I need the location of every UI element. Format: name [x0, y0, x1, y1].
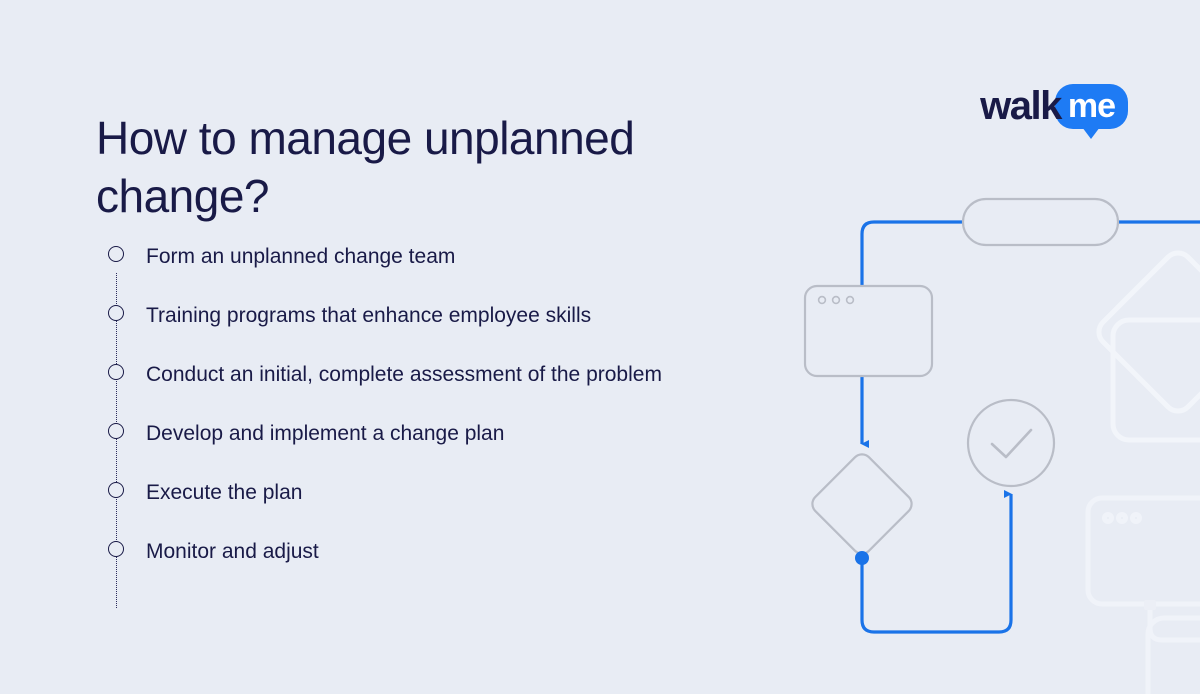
step-bullet-circle-icon — [108, 423, 124, 439]
step-label: Form an unplanned change team — [146, 245, 456, 268]
pill-node — [961, 197, 1120, 247]
step-bullet-circle-icon — [108, 305, 124, 321]
step-label: Training programs that enhance employee … — [146, 304, 592, 327]
steps-list: Form an unplanned change team Training p… — [96, 240, 756, 608]
check-icon — [990, 428, 1033, 459]
steps-dotted-connector — [116, 273, 117, 608]
step-label: Execute the plan — [146, 481, 303, 504]
logo-bubble-text: me — [1067, 86, 1116, 125]
step-label: Conduct an initial, complete assessment … — [146, 363, 662, 386]
step-bullet-circle-icon — [108, 364, 124, 380]
list-item: Training programs that enhance employee … — [96, 299, 756, 332]
step-label: Develop and implement a change plan — [146, 422, 505, 445]
logo-wordmark: walk — [980, 84, 1062, 128]
success-node — [966, 398, 1056, 488]
list-item: Develop and implement a change plan — [96, 417, 756, 450]
step-label: Monitor and adjust — [146, 540, 319, 563]
connector-pill-to-decision — [860, 220, 963, 448]
list-item: Conduct an initial, complete assessment … — [96, 358, 756, 391]
junction-dot — [855, 551, 869, 565]
step-bullet-circle-icon — [108, 541, 124, 557]
connector-decision-to-success — [860, 490, 1013, 634]
browser-window-node — [803, 284, 934, 378]
walkme-logo: walk me — [980, 80, 1128, 139]
window-dot-icon — [831, 295, 841, 305]
list-item: Form an unplanned change team — [96, 240, 756, 273]
list-item: Execute the plan — [96, 476, 756, 509]
window-dot-icon — [845, 295, 855, 305]
step-bullet-circle-icon — [108, 246, 124, 262]
logo-speech-bubble-icon: me — [1054, 83, 1128, 139]
decision-node — [811, 453, 913, 555]
list-item: Monitor and adjust — [96, 535, 756, 568]
window-dot-icon — [817, 295, 827, 305]
page-title: How to manage unplanned change? — [96, 111, 635, 222]
flow-diagram — [803, 197, 1200, 634]
step-bullet-circle-icon — [108, 482, 124, 498]
